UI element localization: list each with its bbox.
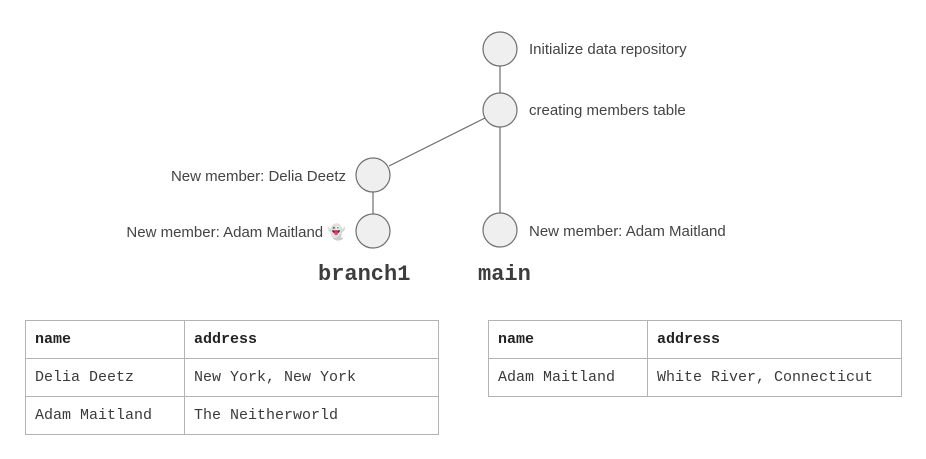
cell-address: White River, Connecticut [647,358,902,397]
column-header-address: address [184,320,439,359]
commit-label-branch1-adam: New member: Adam Maitland 👻 [126,222,346,241]
cell-address: The Neitherworld [184,396,439,435]
commit-node-init[interactable] [482,31,518,67]
cell-name: Adam Maitland [488,358,648,397]
column-header-name: name [488,320,648,359]
commit-node-main-adam[interactable] [482,212,518,248]
commit-node-create-table[interactable] [482,92,518,128]
table-header-row: name address [25,320,439,359]
commit-node-branch1-delia[interactable] [355,157,391,193]
cell-name: Delia Deetz [25,358,185,397]
branch-label-branch1: branch1 [318,262,410,287]
main-members-table: name address Adam Maitland White River, … [488,320,902,397]
table-row: Delia Deetz New York, New York [25,358,439,397]
branch-label-main: main [478,262,531,287]
table-row: Adam Maitland The Neitherworld [25,396,439,435]
commit-label-branch1-delia: New member: Delia Deetz [171,168,346,185]
branch1-members-table: name address Delia Deetz New York, New Y… [25,320,439,435]
cell-address: New York, New York [184,358,439,397]
column-header-address: address [647,320,902,359]
commit-label-create-table: creating members table [529,102,686,119]
commit-label-main-adam: New member: Adam Maitland [529,223,726,240]
column-header-name: name [25,320,185,359]
table-row: Adam Maitland White River, Connecticut [488,358,902,397]
commit-node-branch1-adam[interactable] [355,213,391,249]
commit-label-init: Initialize data repository [529,41,687,58]
edge-create-table-to-delia [388,117,486,167]
cell-name: Adam Maitland [25,396,185,435]
table-header-row: name address [488,320,902,359]
